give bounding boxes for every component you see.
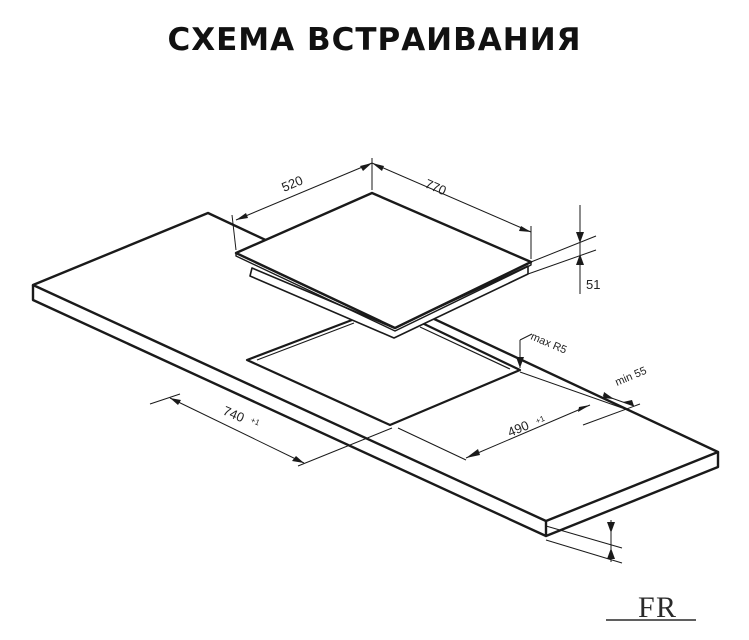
- dim-740-line: [169, 397, 305, 464]
- arrow-770-left: [372, 163, 384, 171]
- dim-thickness-ext-1: [545, 525, 623, 549]
- countertop-side-edge: [545, 452, 720, 538]
- arrow-770-right: [519, 226, 531, 232]
- arrow-520-left: [236, 213, 248, 220]
- arrow-740-right: [292, 456, 304, 463]
- dim-label-740: 740: [221, 403, 247, 425]
- arrow-740-left: [170, 398, 181, 405]
- cutout-outline: [245, 318, 522, 427]
- dim-770-line: [371, 162, 532, 233]
- cutout: [245, 318, 522, 427]
- hob-glass-edge: [235, 253, 532, 332]
- brand-logo: F R: [606, 591, 696, 624]
- arrow-490-right: [578, 405, 590, 412]
- countertop: [31, 211, 720, 538]
- arrow-520-right: [360, 163, 372, 171]
- countertop-front-edge: [31, 285, 548, 538]
- cutout-inner-wall: [256, 322, 511, 370]
- arrow-r5: [516, 357, 524, 368]
- dim-r5-leader-2: [519, 333, 533, 341]
- dim-490-line: [465, 404, 591, 459]
- dim-label-520: 520: [279, 172, 305, 194]
- page-title: СХЕМА ВСТРАИВАНИЯ: [167, 22, 582, 58]
- dim-740-ext-1: [149, 393, 181, 405]
- dim-520-ext-1: [231, 214, 237, 251]
- arrow-thickness-bottom: [607, 548, 615, 559]
- dimension-lines: [149, 158, 641, 564]
- dim-label-740-tolerance: +1: [249, 416, 261, 428]
- arrowheads: [170, 163, 634, 559]
- logo-letter-r: R: [656, 591, 676, 624]
- dim-label-max-r5: max R5: [529, 331, 569, 357]
- dim-55-ext-2: [582, 403, 641, 426]
- dim-label-min-55: min 55: [613, 365, 648, 389]
- logo-letter-f: F: [638, 591, 655, 624]
- dim-label-490-tolerance: +1: [534, 414, 546, 426]
- arrow-thickness-top: [607, 522, 615, 533]
- dim-55-ext-1: [519, 371, 629, 411]
- dim-label-490: 490: [505, 417, 531, 439]
- arrow-51-top: [576, 232, 584, 243]
- arrow-55-right: [623, 400, 634, 406]
- dim-51-ext-bottom: [527, 249, 597, 275]
- hob: [234, 191, 533, 339]
- dim-740-ext-2: [297, 427, 393, 467]
- dim-label-51: 51: [586, 277, 600, 292]
- dim-51-ext-top: [530, 235, 597, 263]
- dim-520-line: [235, 162, 373, 221]
- dim-490-ext: [397, 427, 467, 461]
- dim-thickness-ext-2: [545, 539, 623, 564]
- arrow-55-left: [603, 392, 614, 399]
- arrow-51-bottom: [576, 254, 584, 265]
- arrow-490-left: [466, 449, 480, 458]
